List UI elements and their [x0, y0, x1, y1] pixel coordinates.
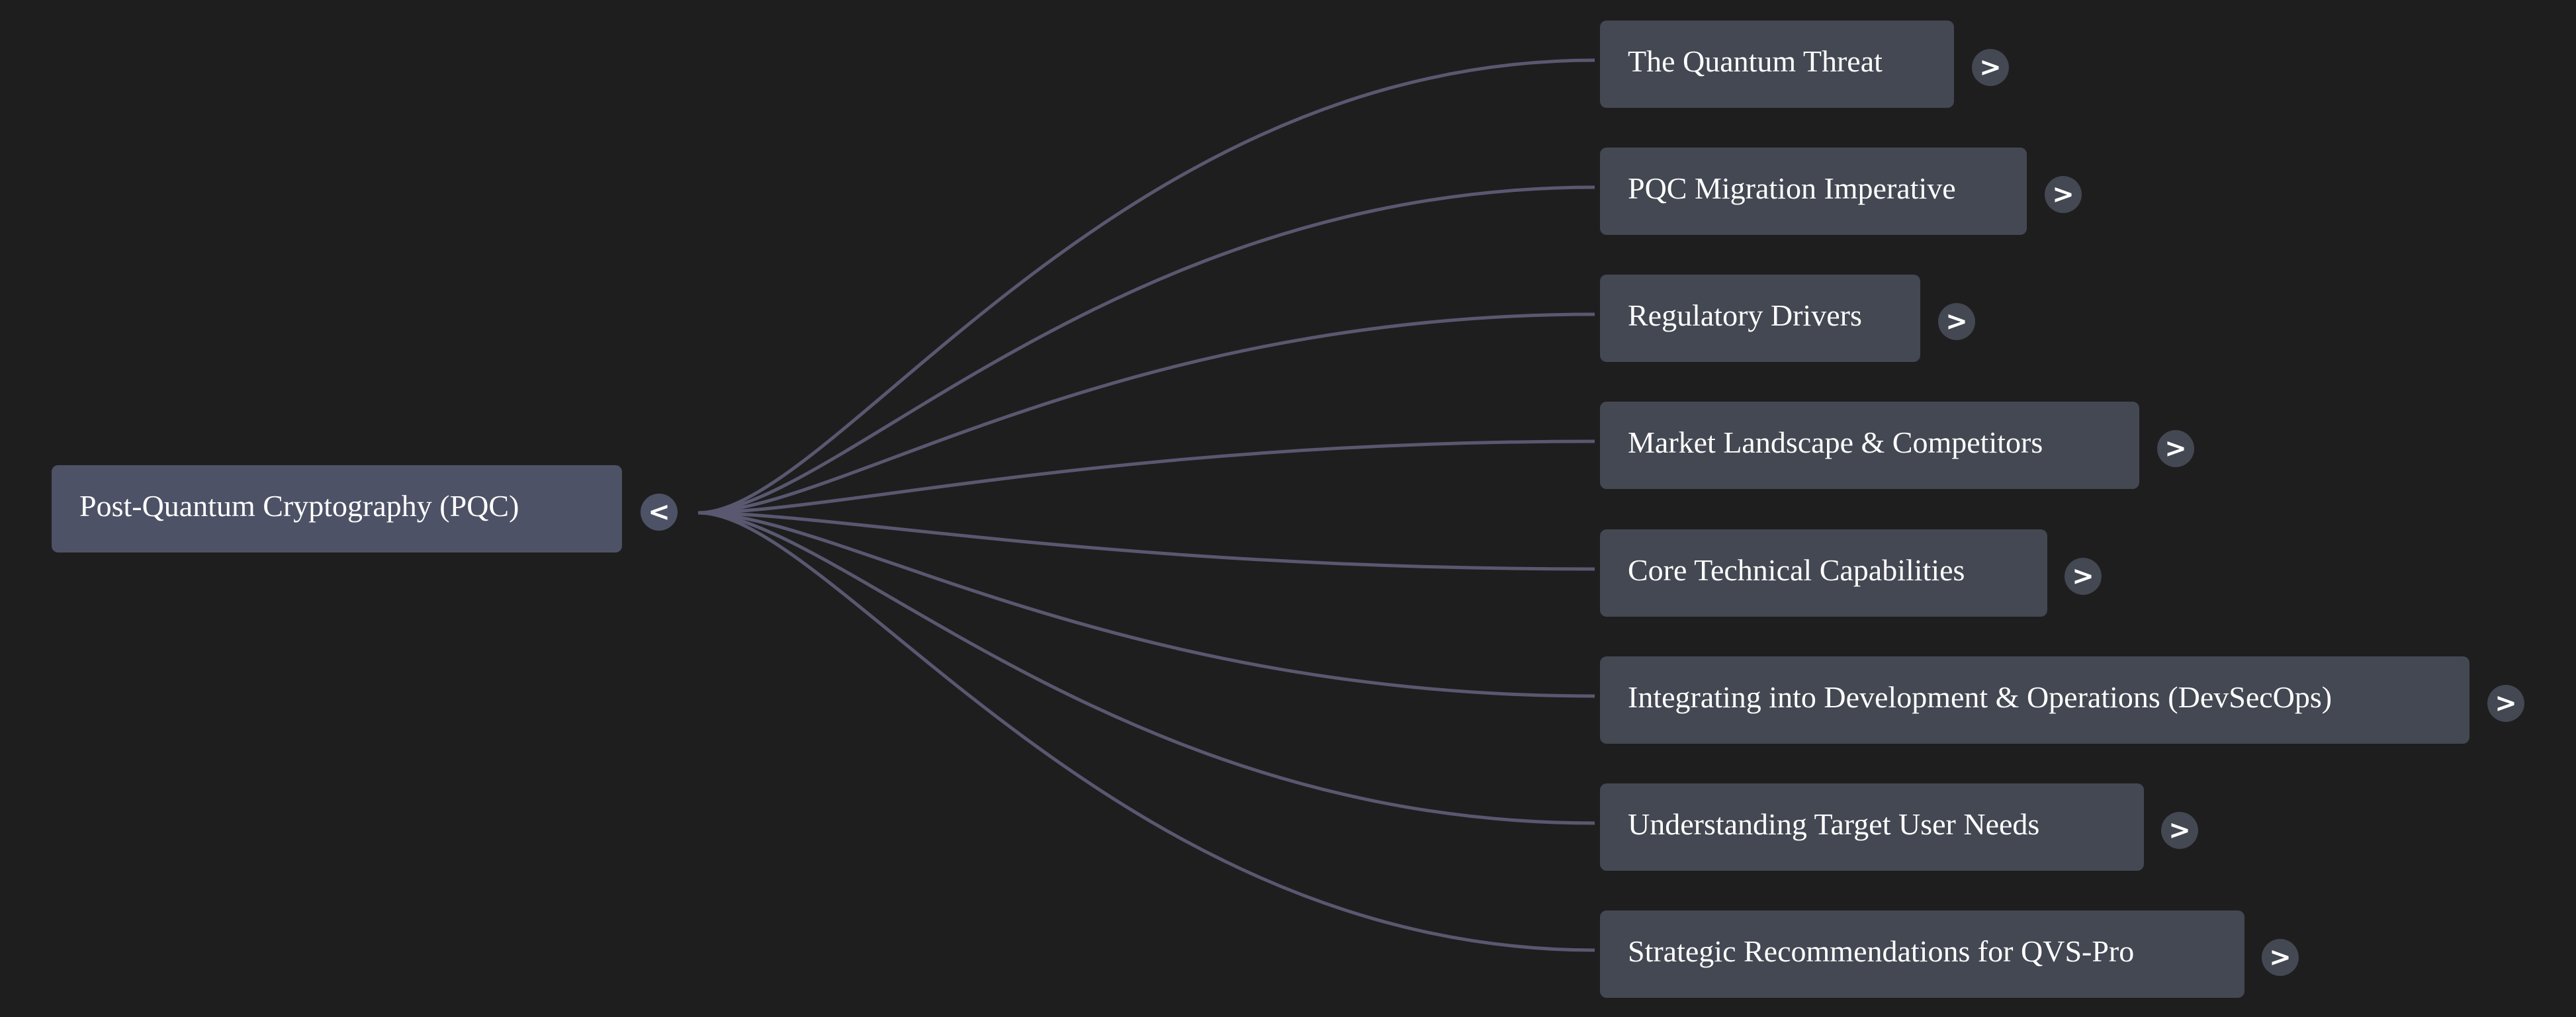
connector-line — [697, 511, 1595, 952]
expand-toggle-regulatory-drivers[interactable]: > — [1938, 303, 1975, 340]
child-node-market-landscape[interactable]: Market Landscape & Competitors — [1600, 402, 2139, 489]
child-node-label: Strategic Recommendations for QVS-Pro — [1628, 934, 2135, 968]
child-node-devsecops[interactable]: Integrating into Development & Operation… — [1600, 656, 2469, 744]
expand-toggle-quantum-threat[interactable]: > — [1972, 49, 2009, 86]
child-node-quantum-threat[interactable]: The Quantum Threat — [1600, 21, 1954, 108]
root-node[interactable]: Post-Quantum Cryptography (PQC) — [52, 465, 622, 553]
chevron-right-icon: > — [2052, 179, 2074, 210]
child-node-regulatory-drivers[interactable]: Regulatory Drivers — [1600, 275, 1920, 362]
chevron-right-icon: > — [1945, 306, 1968, 337]
expand-toggle-pqc-migration[interactable]: > — [2045, 176, 2082, 213]
expand-toggle-devsecops[interactable]: > — [2487, 685, 2524, 722]
connector-line — [697, 439, 1595, 515]
child-node-label: PQC Migration Imperative — [1628, 171, 1956, 205]
child-node-label: The Quantum Threat — [1628, 44, 1883, 78]
expand-toggle-target-user-needs[interactable]: > — [2161, 812, 2198, 849]
child-node-label: Market Landscape & Competitors — [1628, 425, 2043, 459]
child-node-label: Integrating into Development & Operation… — [1628, 680, 2332, 714]
chevron-right-icon: > — [1979, 52, 2002, 83]
child-node-label: Regulatory Drivers — [1628, 298, 1862, 332]
child-node-target-user-needs[interactable]: Understanding Target User Needs — [1600, 783, 2144, 871]
connector-line — [697, 511, 1595, 571]
chevron-right-icon: > — [2072, 561, 2094, 592]
chevron-right-icon: > — [2164, 433, 2187, 464]
chevron-right-icon: > — [2168, 815, 2191, 846]
child-node-label: Understanding Target User Needs — [1628, 807, 2040, 841]
child-node-strategic-recommendations[interactable]: Strategic Recommendations for QVS-Pro — [1600, 910, 2244, 998]
connector-line — [697, 511, 1595, 825]
child-node-pqc-migration[interactable]: PQC Migration Imperative — [1600, 148, 2027, 235]
collapse-toggle-root[interactable]: < — [641, 494, 678, 531]
expand-toggle-market-landscape[interactable]: > — [2157, 430, 2194, 467]
connector-line — [697, 58, 1595, 515]
child-node-label: Core Technical Capabilities — [1628, 553, 1965, 587]
child-node-core-technical[interactable]: Core Technical Capabilities — [1600, 529, 2047, 617]
chevron-right-icon: > — [2269, 942, 2291, 973]
expand-toggle-strategic-recommendations[interactable]: > — [2262, 939, 2299, 976]
connector-line — [697, 312, 1595, 515]
connector-line — [697, 185, 1595, 515]
expand-toggle-core-technical[interactable]: > — [2065, 558, 2102, 595]
connector-line — [697, 511, 1595, 698]
root-node-label: Post-Quantum Cryptography (PQC) — [79, 489, 519, 523]
chevron-left-icon: < — [648, 497, 670, 527]
chevron-right-icon: > — [2495, 688, 2517, 719]
